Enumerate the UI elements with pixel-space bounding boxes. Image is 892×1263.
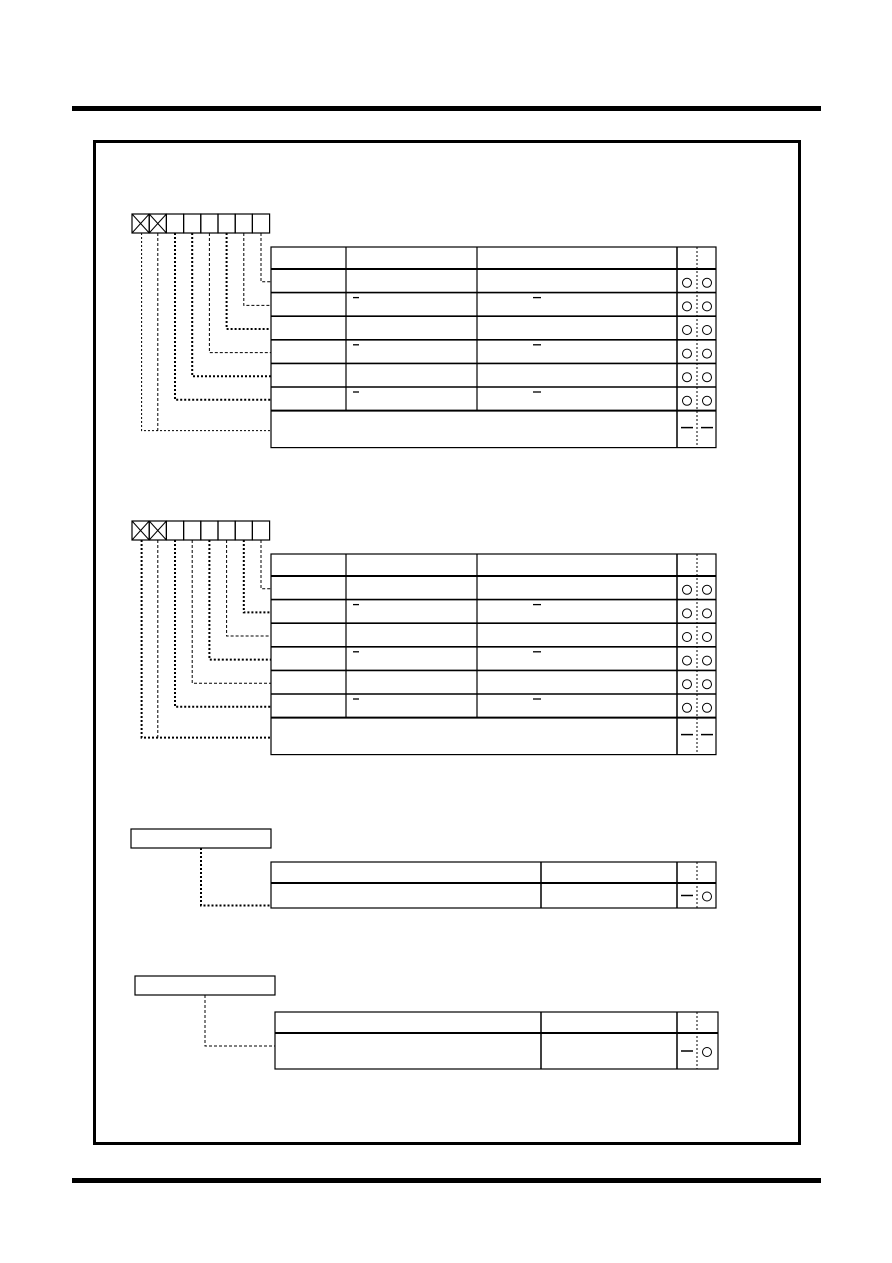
write-circle-icon xyxy=(702,702,712,713)
bit-cell xyxy=(165,213,185,234)
bit-cell xyxy=(217,520,236,541)
read-circle-icon xyxy=(682,632,692,642)
write-circle-icon xyxy=(702,891,712,902)
bit-cell xyxy=(251,213,271,234)
bit-connector xyxy=(191,540,271,684)
reserved-bit-cross xyxy=(131,520,150,541)
bit-description-table xyxy=(270,246,717,449)
write-circle-icon xyxy=(702,632,712,642)
table-border xyxy=(270,861,717,909)
bit-cell xyxy=(234,520,253,541)
reserved-bit-cross xyxy=(148,213,167,234)
bit-cell xyxy=(183,520,202,541)
bit-connector xyxy=(191,233,271,378)
register-description-table xyxy=(274,1011,719,1070)
reserved-bit-cross xyxy=(148,520,167,541)
write-circle-icon xyxy=(702,584,712,595)
bit-cell xyxy=(217,213,236,234)
read-circle-icon xyxy=(682,325,692,335)
write-circle-icon xyxy=(702,1047,712,1057)
bit-description-table xyxy=(270,553,717,756)
wide-register-diagram xyxy=(130,828,717,909)
bit-connector xyxy=(174,233,271,401)
bit-connector xyxy=(208,540,271,661)
bit-connector-lines xyxy=(141,233,271,432)
bit-connector xyxy=(225,233,271,330)
table-border xyxy=(270,553,717,756)
read-circle-icon xyxy=(682,277,692,288)
bit-cell xyxy=(251,520,271,541)
write-circle-icon xyxy=(702,301,712,312)
bit-field-cells xyxy=(131,520,271,541)
write-circle-icon xyxy=(702,277,712,288)
bit-cell xyxy=(200,213,219,234)
bit-cell xyxy=(200,520,219,541)
register-connector xyxy=(200,848,271,907)
bit-cell xyxy=(165,520,185,541)
bit-connector xyxy=(243,233,271,306)
reserved-bit-cross xyxy=(131,213,150,234)
read-circle-icon xyxy=(682,679,692,690)
write-circle-icon xyxy=(702,655,712,666)
bit-connector xyxy=(174,540,271,708)
read-circle-icon xyxy=(682,301,692,312)
table-border xyxy=(270,246,717,449)
bottom-rule xyxy=(72,1178,821,1183)
register-connector xyxy=(204,995,275,1047)
content-frame xyxy=(93,140,801,1145)
bit-connector xyxy=(260,540,271,590)
write-circle-icon xyxy=(702,372,712,383)
bit-connector xyxy=(242,540,271,614)
wide-register-diagram xyxy=(134,975,719,1070)
read-circle-icon xyxy=(682,372,692,383)
read-circle-icon xyxy=(682,608,692,619)
read-circle-icon xyxy=(682,702,692,713)
bit-connector-lines xyxy=(140,540,271,739)
register-description-table xyxy=(270,861,717,909)
write-circle-icon xyxy=(702,608,712,619)
register-name-box xyxy=(130,828,272,849)
table-border xyxy=(274,1011,719,1070)
read-circle-icon xyxy=(682,584,692,595)
reserved-bit-connector xyxy=(141,233,271,432)
write-circle-icon xyxy=(702,325,712,335)
bit-register-diagram xyxy=(131,213,717,449)
bit-cell xyxy=(183,213,202,234)
read-circle-icon xyxy=(682,655,692,666)
read-circle-icon xyxy=(682,348,692,359)
write-circle-icon xyxy=(702,679,712,690)
read-circle-icon xyxy=(682,395,692,406)
write-circle-icon xyxy=(702,395,712,406)
write-circle-icon xyxy=(702,348,712,359)
top-rule xyxy=(72,106,821,111)
bit-cell xyxy=(234,213,253,234)
bit-connector xyxy=(208,233,271,354)
register-name-box xyxy=(134,975,276,996)
reserved-bit-connector xyxy=(140,540,271,739)
bit-field-cells xyxy=(131,213,271,234)
bit-connector xyxy=(260,233,271,283)
bit-register-diagram xyxy=(131,520,717,756)
bit-connector xyxy=(226,540,271,637)
